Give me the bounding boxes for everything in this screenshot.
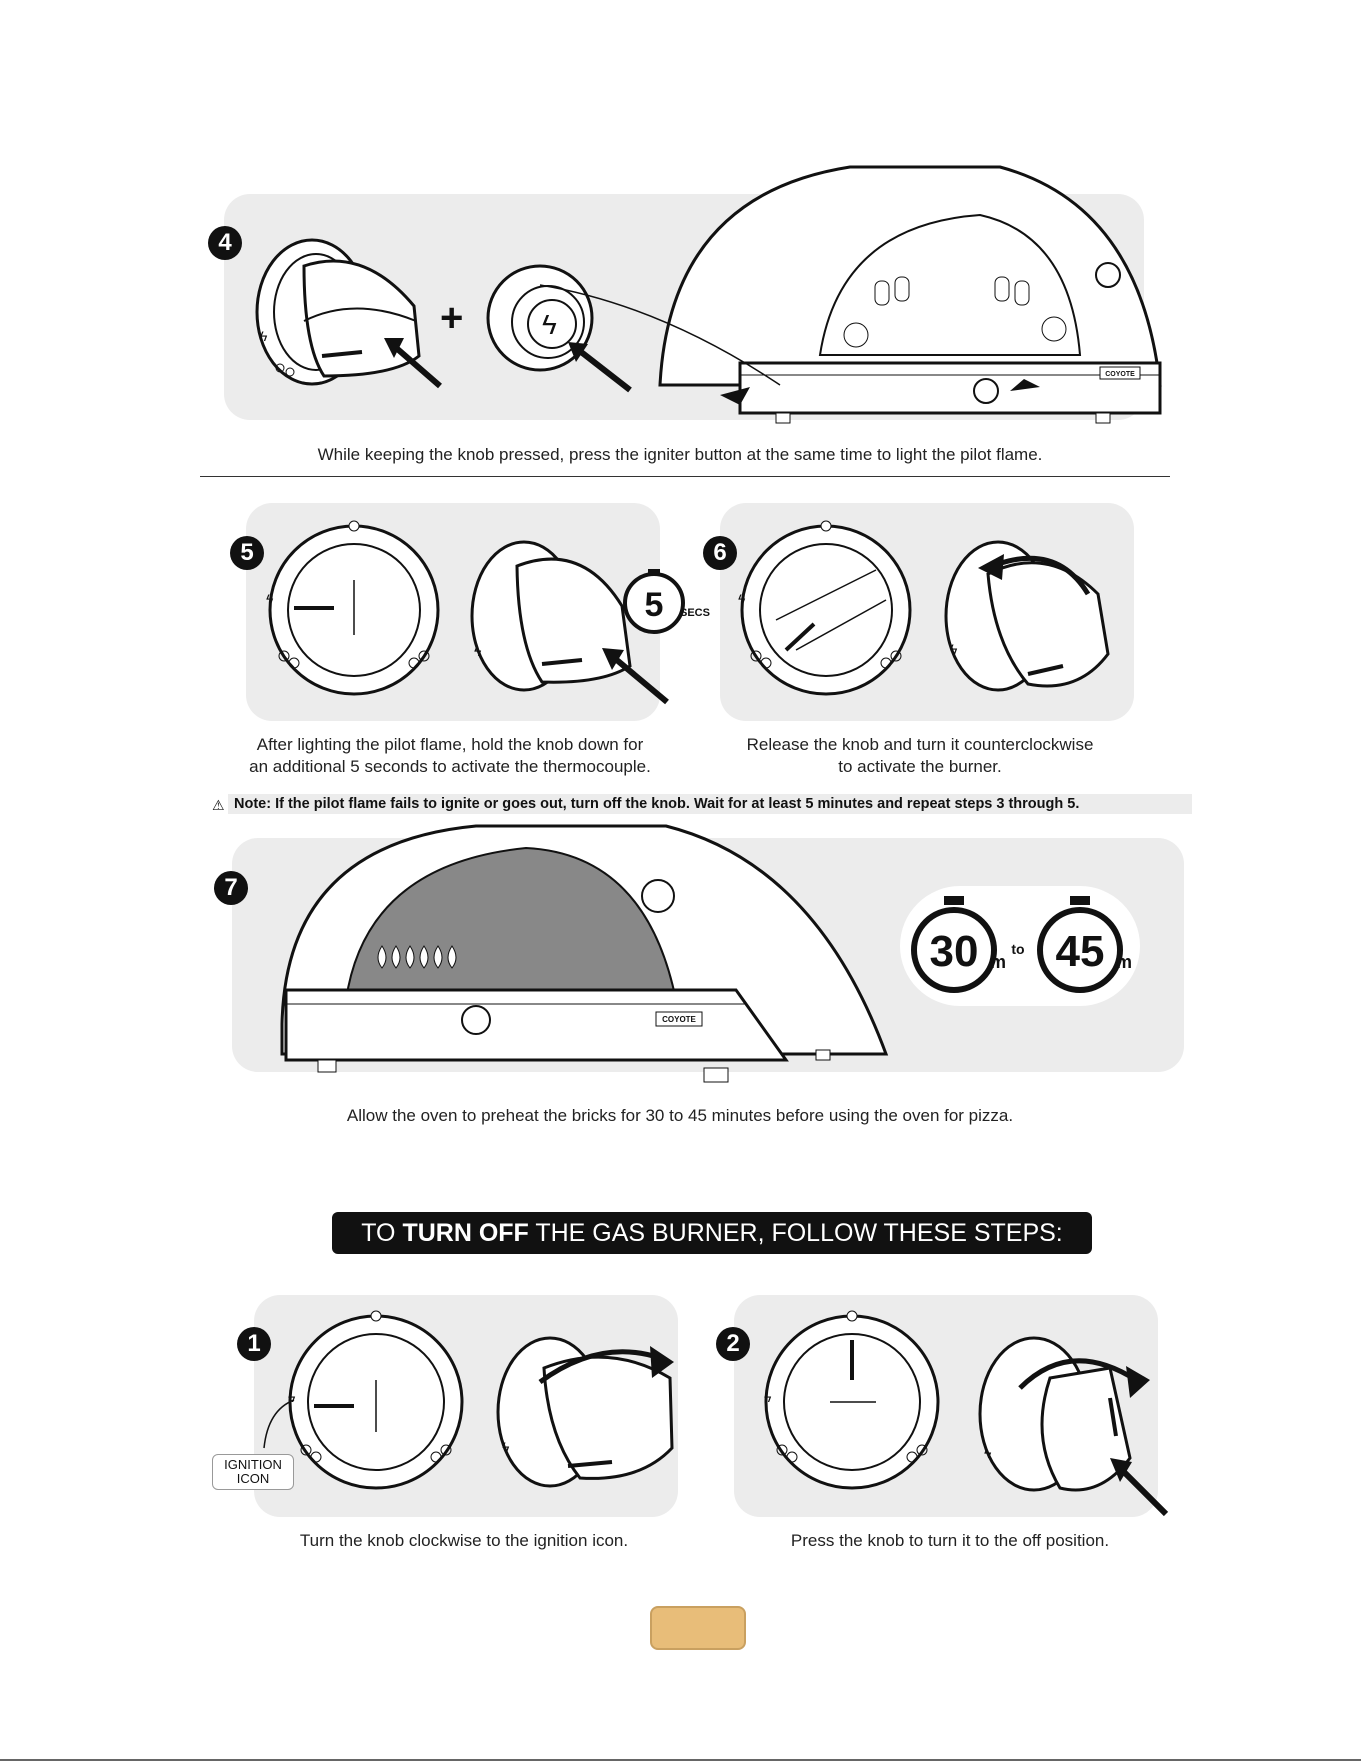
- banner-emphasis: TURN OFF: [402, 1219, 528, 1247]
- step5-caption-line2: an additional 5 seconds to activate the …: [230, 756, 670, 778]
- note-text: Note: If the pilot flame fails to ignite…: [228, 794, 1192, 814]
- step6-caption-line2: to activate the burner.: [700, 756, 1140, 778]
- svg-text:ϟ: ϟ: [950, 641, 958, 657]
- timer-to-unit: m: [1116, 952, 1132, 972]
- preheat-timer-group: 30 m to 45 m: [900, 886, 1140, 1006]
- timer-5-unit: SECS: [680, 607, 710, 619]
- banner-suffix: THE GAS BURNER, FOLLOW THESE STEPS:: [529, 1219, 1063, 1247]
- svg-text:ϟ: ϟ: [502, 1439, 510, 1455]
- step5-caption-line1: After lighting the pilot flame, hold the…: [230, 734, 670, 756]
- ignition-label-line1: IGNITION: [219, 1458, 287, 1472]
- ignition-callout-line: [258, 1396, 298, 1452]
- turnoff-banner: TO TURN OFF THE GAS BURNER, FOLLOW THESE…: [332, 1212, 1092, 1254]
- knob-front-off-step1: ϟ: [284, 1310, 468, 1494]
- svg-text:ϟ: ϟ: [474, 643, 482, 659]
- timer-joiner: to: [1011, 941, 1024, 957]
- page-number-tab: [650, 1606, 746, 1650]
- step6-caption: Release the knob and turn it countercloc…: [700, 734, 1140, 778]
- knob-turn-clockwise: ϟ: [490, 1318, 680, 1498]
- timer-to-value: 45: [1056, 927, 1105, 976]
- plus-sign: +: [440, 296, 463, 341]
- step6-badge: 6: [703, 536, 737, 570]
- knob-press-off: ϟ: [970, 1318, 1170, 1518]
- ignition-icon-label: IGNITION ICON: [212, 1454, 294, 1490]
- step5-badge: 5: [230, 536, 264, 570]
- step4-badge: 4: [208, 226, 242, 260]
- ignition-label-line2: ICON: [219, 1472, 287, 1486]
- step6-caption-line1: Release the knob and turn it countercloc…: [700, 734, 1140, 756]
- knob-turn-counterclockwise: ϟ: [938, 524, 1118, 704]
- off-step1-badge: 1: [237, 1327, 271, 1361]
- timer-5-secs: 5 SECS: [624, 566, 714, 636]
- oven-illustration-step4: COYOTE: [600, 165, 1160, 425]
- oven-illustration-step7: COYOTE: [276, 824, 886, 1086]
- knob-pressed-illustration: ϟ: [244, 226, 444, 396]
- svg-text:ϟ: ϟ: [984, 1445, 992, 1461]
- svg-text:ϟ: ϟ: [260, 328, 268, 344]
- svg-text:ϟ: ϟ: [764, 1389, 772, 1405]
- knob-front-step6: ϟ: [736, 520, 916, 700]
- svg-text:ϟ: ϟ: [542, 309, 557, 340]
- step7-caption: Allow the oven to preheat the bricks for…: [200, 1105, 1160, 1127]
- svg-text:ϟ: ϟ: [266, 591, 274, 607]
- knob-front-step5: ϟ: [264, 520, 444, 700]
- timer-from-unit: m: [990, 952, 1006, 972]
- banner-prefix: TO: [361, 1219, 402, 1247]
- svg-text:ϟ: ϟ: [738, 591, 746, 607]
- step5-caption: After lighting the pilot flame, hold the…: [230, 734, 670, 778]
- timer-from-value: 30: [930, 927, 979, 976]
- step7-badge: 7: [214, 871, 248, 905]
- warning-icon: ⚠: [212, 797, 225, 814]
- off-step1-caption: Turn the knob clockwise to the ignition …: [244, 1530, 684, 1552]
- step4-caption: While keeping the knob pressed, press th…: [200, 444, 1160, 466]
- knob-front-off-step2: ϟ: [760, 1310, 944, 1494]
- section-divider: [200, 476, 1170, 477]
- timer-5-value: 5: [645, 586, 664, 624]
- oven-brand-label: COYOTE: [662, 1015, 696, 1024]
- svg-text:COYOTE: COYOTE: [1105, 371, 1135, 378]
- off-step2-badge: 2: [716, 1327, 750, 1361]
- off-step2-caption: Press the knob to turn it to the off pos…: [730, 1530, 1170, 1552]
